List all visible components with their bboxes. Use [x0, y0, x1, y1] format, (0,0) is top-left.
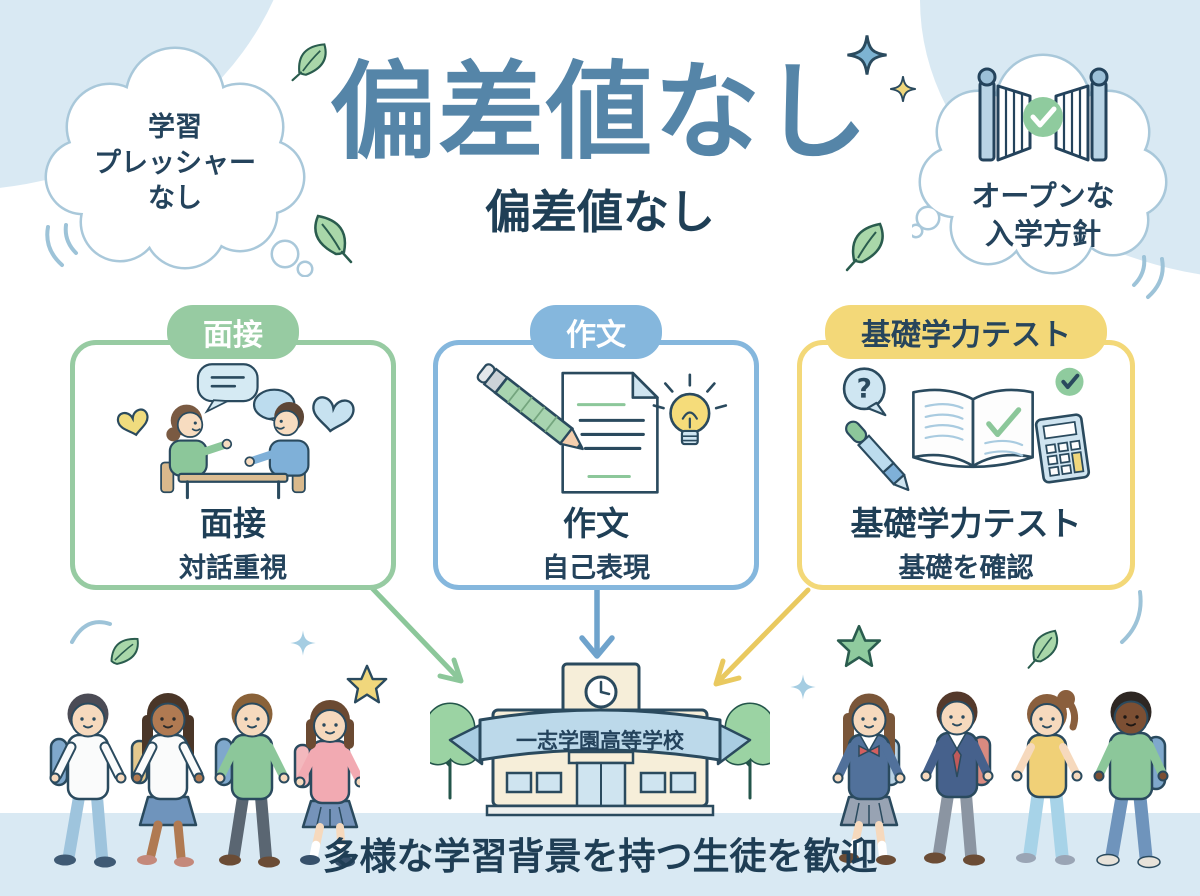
leaf-icon — [314, 214, 353, 264]
sparkle-icon — [890, 76, 916, 102]
swirl-icon — [45, 223, 78, 267]
leaf-icon — [291, 43, 327, 82]
student-figure — [130, 693, 205, 867]
arrow-yellow — [715, 587, 811, 685]
sparkle-icon — [847, 35, 887, 75]
right-bubble-text: オープンな 入学方針 — [912, 178, 1174, 253]
card-interview-subtitle: 対話重視 — [179, 553, 287, 584]
arrow-blue-head — [579, 635, 615, 659]
leaf-icon — [845, 222, 884, 272]
card-essay-header: 作文 — [530, 305, 662, 359]
arrow-green — [369, 585, 463, 683]
card-basic-test: 基礎学力テスト ? — [797, 305, 1135, 590]
left-bubble-text: 学習 プレッシャー なし — [35, 110, 315, 217]
right-bubble-line1: オープンな — [971, 179, 1115, 213]
right-thought-bubble: オープンな 入学方針 — [912, 50, 1174, 298]
open-gate-check-icon — [977, 67, 1109, 162]
students-illustration-right — [832, 690, 1169, 869]
students-illustration-left — [49, 693, 360, 868]
left-bubble-line2: プレッシャー — [94, 147, 256, 179]
card-essay-subtitle: 自己表現 — [542, 553, 650, 584]
star-icon — [836, 624, 882, 668]
card-interview: 面接 面 — [70, 305, 396, 590]
card-interview-title: 面接 — [200, 503, 266, 543]
student-figure — [920, 691, 994, 866]
school-banner-ribbon — [478, 708, 722, 762]
arrow-yellow-head — [713, 658, 742, 687]
book-pen-calculator-icon: ? — [842, 367, 1091, 492]
student-figure — [832, 693, 906, 865]
arrow-green-head — [437, 657, 464, 684]
leaf-icon — [110, 638, 139, 665]
footer-message: 多様な学習背景を持つ生徒を歓迎 — [322, 835, 878, 878]
student-figure — [293, 700, 360, 867]
background-bottom-band — [0, 813, 1200, 896]
right-bubble-line2: 入学方針 — [984, 216, 1101, 251]
left-bubble-line3: なし — [148, 183, 202, 215]
card-basic-test-title: 基礎学力テスト — [850, 503, 1082, 543]
arrows-to-school — [369, 583, 811, 687]
card-essay: 作文 作文 自己表現 — [433, 305, 759, 590]
school-illustration: 一志学園高等学校 — [430, 662, 770, 817]
left-thought-bubble: 学習 プレッシャー なし — [35, 42, 315, 277]
main-title: 偏差値なし — [330, 51, 870, 174]
leaf-icon — [1027, 629, 1059, 669]
card-basic-test-subtitle: 基礎を確認 — [898, 553, 1034, 584]
swirl-icon — [1132, 255, 1165, 299]
title-block: 偏差値なし 偏差値なし — [0, 52, 1200, 242]
school-banner-text: 一志学園高等学校 — [516, 729, 685, 753]
sparkle-icon — [790, 674, 816, 700]
essay-pencil-document-icon — [476, 363, 728, 494]
interview-dialogue-icon — [116, 363, 355, 500]
card-essay-title: 作文 — [563, 503, 629, 543]
sub-title: 偏差値なし — [485, 184, 715, 239]
student-figure — [49, 693, 127, 868]
sparkle-icon — [290, 630, 316, 656]
swirl-icon — [1120, 590, 1143, 644]
student-figure — [1011, 690, 1083, 865]
star-icon — [346, 664, 388, 704]
student-figure — [1093, 691, 1169, 869]
swirl-icon — [70, 620, 112, 644]
card-basic-test-header: 基礎学力テスト — [825, 305, 1107, 359]
left-bubble-line1: 学習 — [148, 112, 202, 143]
svg-text:?: ? — [857, 375, 872, 405]
card-interview-header: 面接 — [167, 305, 299, 359]
cloud-shape — [44, 46, 314, 277]
student-figure — [214, 693, 290, 868]
